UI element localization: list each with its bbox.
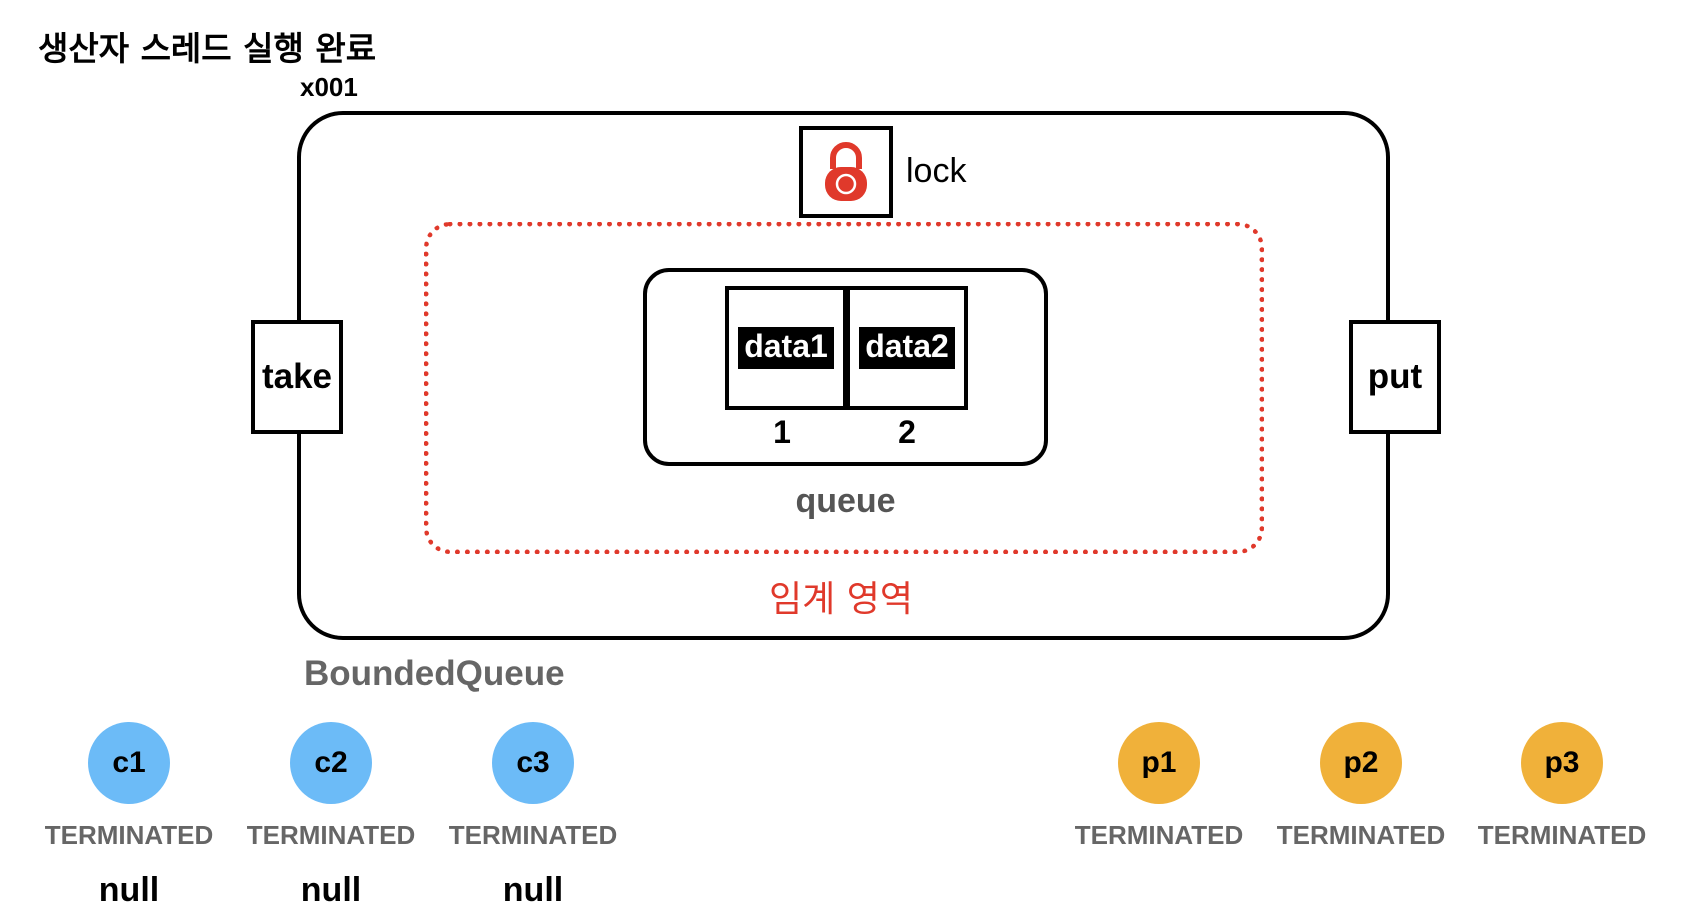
thread-state: TERMINATED [448,820,618,850]
lock-icon [825,142,867,201]
thread-circle: c1 [88,722,170,804]
critical-section-label: 임계 영역 [769,579,913,620]
thread-circle: c3 [492,722,574,804]
thread-state: TERMINATED [1276,820,1446,850]
thread-state: TERMINATED [246,820,416,850]
consumer-thread-c3: c3 TERMINATED null [438,722,628,911]
thread-result: null [502,871,564,909]
producer-thread-p1: p1 TERMINATED [1064,722,1254,851]
queue-slot: data1 [725,286,847,410]
thread-circle: p1 [1118,722,1200,804]
slot-value: data1 [738,327,834,369]
queue-class-name: BoundedQueue [304,654,565,693]
thread-circle: c2 [290,722,372,804]
put-method-box: put [1349,320,1441,434]
thread-circle: p3 [1521,722,1603,804]
thread-result: null [300,871,362,909]
queue-label: queue [795,482,896,520]
slot-index: 1 [773,414,791,450]
queue-slot: data2 [846,286,968,410]
slot-index: 2 [898,414,916,450]
lock-box [799,126,893,218]
producer-thread-p2: p2 TERMINATED [1266,722,1456,851]
take-method-box: take [251,320,343,434]
thread-result: null [98,871,160,909]
critical-section-region [424,222,1264,554]
diagram-title: 생산자 스레드 실행 완료 [38,29,377,68]
producer-thread-p3: p3 TERMINATED [1467,722,1657,851]
instance-address: x001 [300,72,358,102]
slot-value: data2 [859,327,955,369]
queue-container [643,268,1048,466]
thread-state: TERMINATED [1477,820,1647,850]
consumer-thread-c2: c2 TERMINATED null [236,722,426,911]
lock-label: lock [906,152,967,190]
consumer-thread-c1: c1 TERMINATED null [34,722,224,911]
take-label: take [261,357,333,396]
thread-circle: p2 [1320,722,1402,804]
put-label: put [1367,357,1423,396]
thread-state: TERMINATED [44,820,214,850]
thread-state: TERMINATED [1074,820,1244,850]
